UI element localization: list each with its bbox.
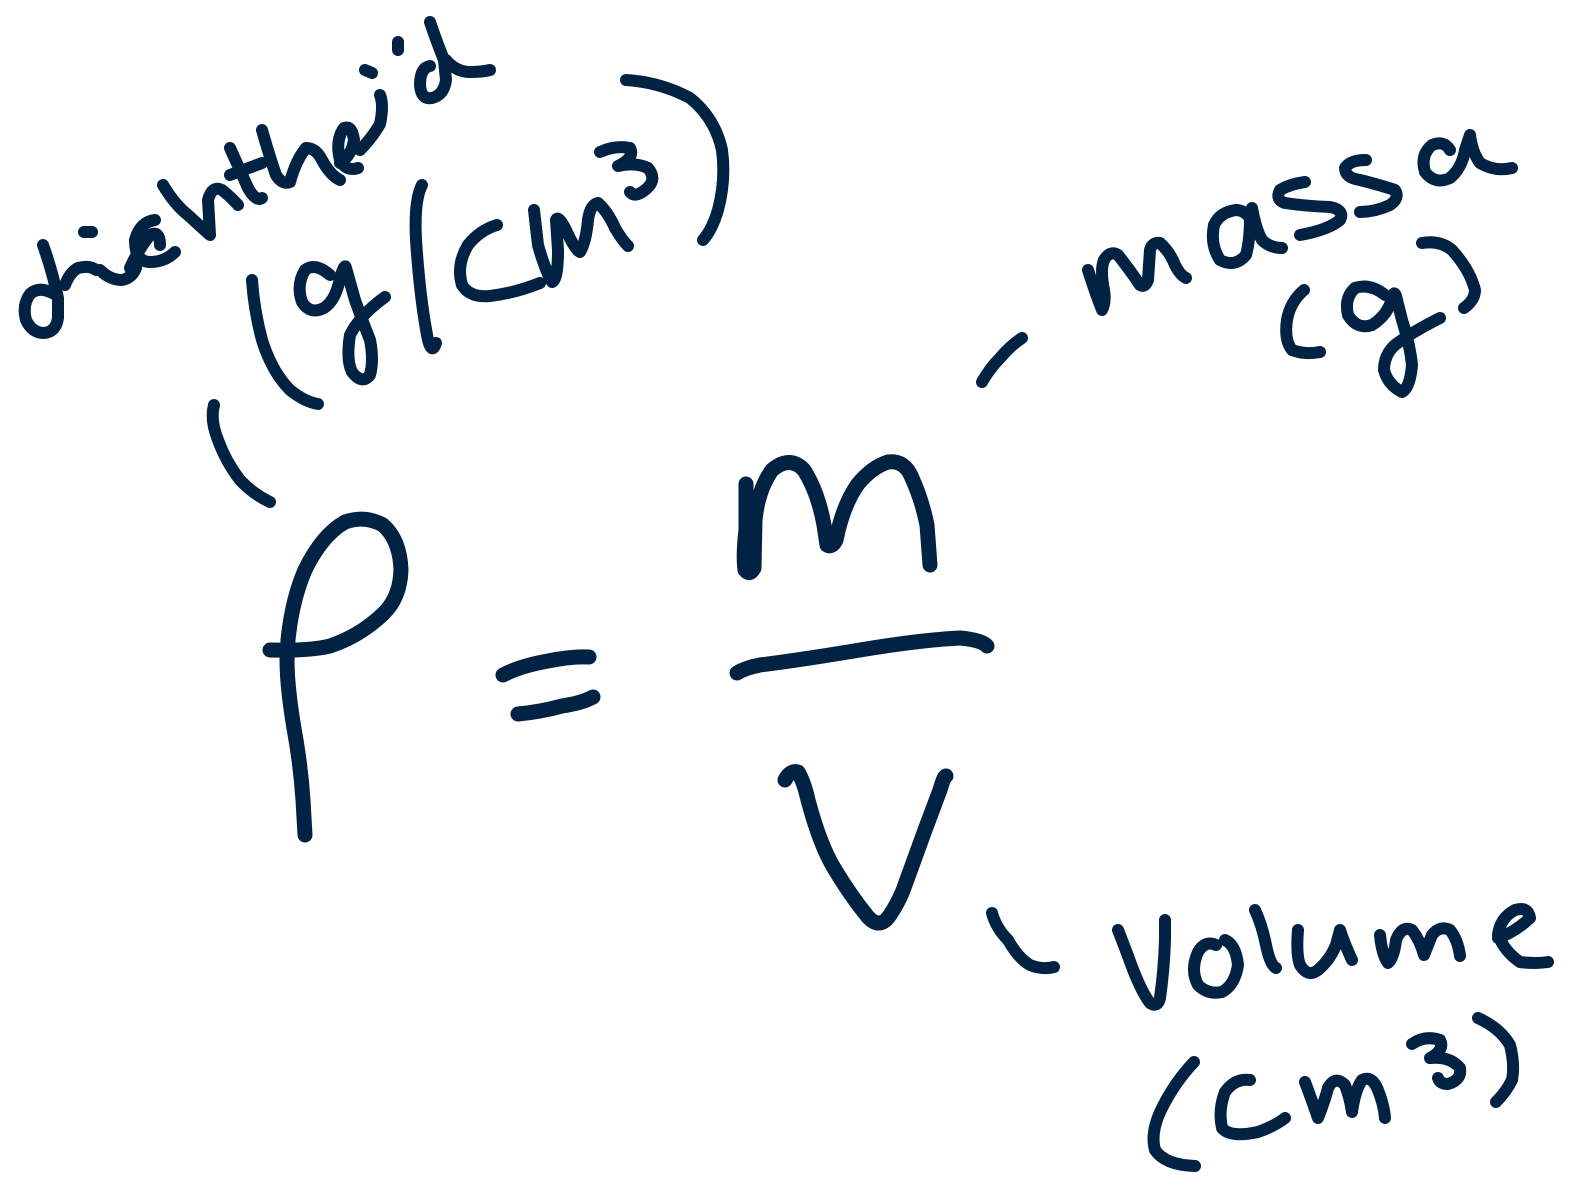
numerator-m bbox=[736, 454, 938, 581]
fraction-bar bbox=[729, 630, 995, 681]
mass-label-massa bbox=[1082, 129, 1518, 316]
mass-unit-g bbox=[1280, 236, 1481, 398]
equals-sign bbox=[495, 649, 601, 722]
density-unit-g-per-cm3 bbox=[246, 74, 730, 410]
density-label-dichtheid bbox=[18, 16, 496, 339]
denominator-v bbox=[777, 764, 954, 931]
density-pointer-line bbox=[206, 399, 276, 508]
volume-unit-cm3 bbox=[1147, 1012, 1520, 1172]
volume-pointer-line bbox=[986, 907, 1060, 975]
rho-symbol bbox=[262, 511, 409, 843]
volume-label-volume bbox=[1112, 903, 1554, 1011]
mass-pointer-line bbox=[976, 332, 1028, 388]
